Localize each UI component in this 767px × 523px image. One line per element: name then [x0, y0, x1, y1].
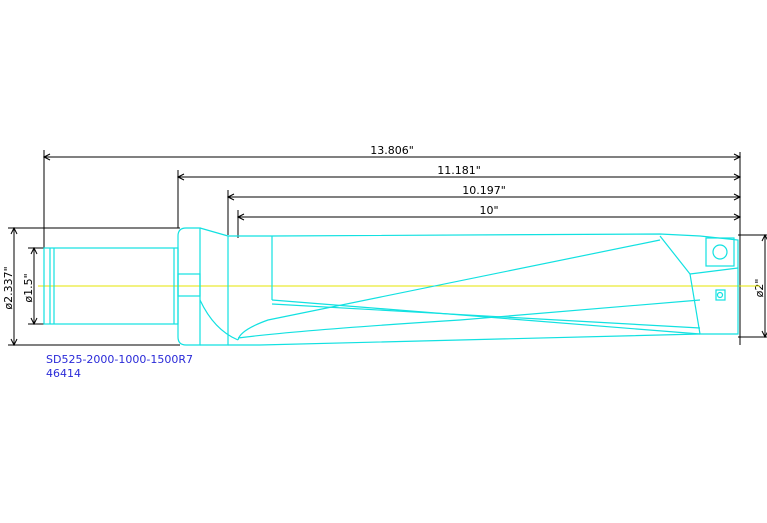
flange-to-tip-label: 11.181" — [437, 164, 481, 177]
flange-diameter-label: ø2.337" — [2, 266, 15, 309]
overall-length-label: 13.806" — [370, 144, 414, 157]
part-number: SD525-2000-1000-1500R7 — [46, 353, 193, 366]
item-number: 46414 — [46, 367, 81, 380]
shank-diameter-label: ø1.5" — [22, 273, 35, 302]
flute-length-label: 10" — [479, 204, 498, 217]
flange — [177, 227, 239, 346]
body-length-label: 10.197" — [462, 184, 506, 197]
drill-diameter-label: ø2" — [753, 279, 766, 298]
drill-body — [228, 233, 739, 346]
insert — [705, 237, 735, 301]
